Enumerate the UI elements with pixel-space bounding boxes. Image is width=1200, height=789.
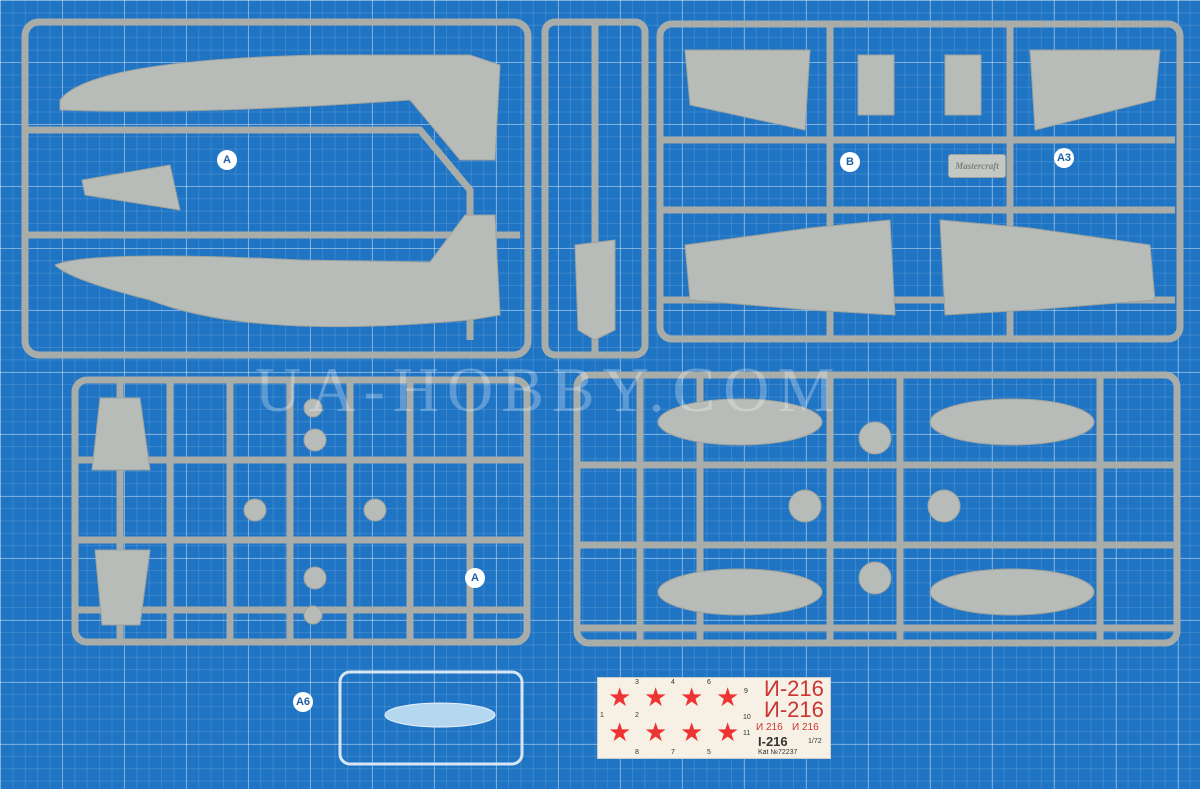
sprue-frame-wings: [656, 20, 1184, 343]
engine-nacelle: [657, 568, 823, 616]
flap-part: [944, 54, 982, 116]
decal-number: 10: [743, 714, 751, 721]
sprue-label-a: A: [465, 568, 485, 588]
cockpit-tub: [574, 239, 616, 341]
engine-nacelle: [657, 398, 823, 446]
clear-sprue: [338, 670, 524, 766]
star-decal: ★: [608, 717, 632, 747]
decal-number: 7: [671, 749, 675, 756]
decal-title-small: И 216: [792, 722, 819, 733]
sprue-label-a6: A6: [293, 692, 313, 712]
decal-number: 6: [707, 679, 711, 686]
flap-part: [857, 54, 895, 116]
decal-catalog: Kat №72237: [758, 749, 798, 756]
wing-left: [684, 219, 896, 316]
star-decal: ★: [716, 682, 740, 712]
sprue-label-a3: A3: [1054, 148, 1074, 168]
tailplane-left: [684, 49, 811, 131]
star-decal: ★: [716, 717, 740, 747]
engine-nacelle: [929, 398, 1095, 446]
decal-number: 5: [707, 749, 711, 756]
sprue-frame-engines: [573, 371, 1181, 647]
star-decal: ★: [680, 717, 704, 747]
decal-title-small: И 216: [756, 722, 783, 733]
decal-number: 2: [635, 712, 639, 719]
decal-number: 9: [744, 688, 748, 695]
decal-number: 11: [743, 730, 751, 737]
star-decal: ★: [644, 682, 668, 712]
engine-face: [927, 489, 961, 523]
engine-cowl-part: [81, 164, 181, 211]
star-decal: ★: [680, 682, 704, 712]
engine-face: [858, 421, 892, 455]
decal-number: 3: [635, 679, 639, 686]
star-decal: ★: [608, 682, 632, 712]
brand-logo-tab: Mastercraft: [948, 154, 1006, 178]
star-decal: ★: [644, 717, 668, 747]
wing-right: [939, 219, 1156, 316]
sprue-frame-fuselage: [21, 18, 532, 359]
sprue-frame-small-parts: [71, 376, 531, 646]
decal-title: И-216: [764, 676, 824, 701]
sprue-label-a: A: [217, 150, 237, 170]
engine-nacelle: [929, 568, 1095, 616]
decal-model: I-216: [758, 734, 788, 749]
decal-sheet: ★ ★ ★ ★ ★ ★ ★ ★ И-216 И-216 И 216 И 216 …: [597, 677, 831, 759]
fuselage-half-top: [59, 54, 501, 161]
canopy-part: [384, 702, 496, 728]
decal-number: 8: [635, 749, 639, 756]
tailplane-right: [1029, 49, 1161, 131]
watermark: UA-HOBBY.COM: [255, 354, 843, 425]
engine-face: [858, 561, 892, 595]
rudder-part: [91, 397, 151, 471]
rudder-part: [94, 549, 151, 626]
decal-scale: 1/72: [808, 738, 822, 745]
sprue-label-b: B: [840, 152, 860, 172]
decal-number: 1: [600, 712, 604, 719]
decal-number: 4: [671, 679, 675, 686]
fuselage-half-bottom: [54, 214, 501, 328]
engine-face: [788, 489, 822, 523]
decal-title: И-216: [764, 697, 824, 722]
